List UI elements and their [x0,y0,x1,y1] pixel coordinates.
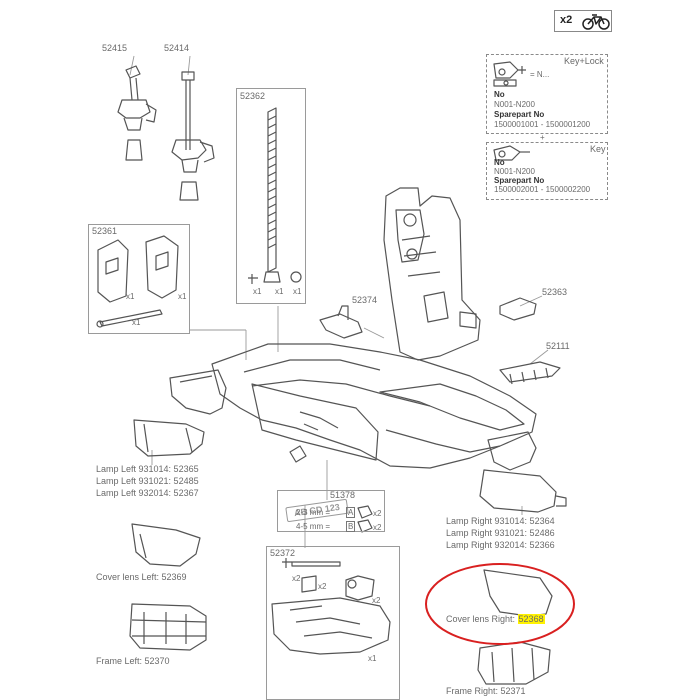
part-52361-drawing [96,235,179,328]
part-number-51378: 51378 [330,490,356,500]
plate-b-label: B [346,521,356,532]
frame-left-drawing [129,603,207,651]
qty-label: x2 [372,596,381,605]
key-no-value: N001-N200 [494,167,535,176]
leader-lines [129,55,549,548]
strap-52362-drawing [248,107,302,284]
cover-lens-right-text: Cover lens Right: [446,614,516,624]
key-lock-spare-label: Sparepart No [494,110,545,119]
key-icon [493,145,530,161]
qty-label: x1 [178,292,187,301]
key-lock-suffix: = N... [530,70,550,79]
qty-label: x2 [373,523,382,532]
lamp-right-label-1: Lamp Right 931014: 52364 [446,516,555,526]
key-spare-value: 1500002001 - 1500002200 [494,185,591,194]
part-number-52374: 52374 [352,295,378,305]
part-51378-box [277,490,385,532]
part-number-52363: 52363 [542,287,568,297]
qty-label: x1 [253,287,262,296]
bike-icon [582,14,610,30]
spacer-a-icon [357,505,373,519]
part-52363-drawing [499,297,537,321]
qty-label: x2 [318,582,327,591]
cover-lens-left-label: Cover lens Left: 52369 [96,572,187,582]
cover-lens-left-drawing [131,523,201,567]
key-lock-no-value: N001-N200 [494,100,535,109]
plus-sign: + [540,133,545,142]
key-lock-no-label: No [494,90,505,99]
clamp-52415-drawing [117,65,157,161]
part-52361-box [88,224,190,334]
part-52111-drawing [499,361,561,385]
key-no-label: No [494,158,505,167]
qty-label: x1 [132,318,141,327]
key-title: Key [590,144,606,154]
lamp-left-label-3: Lamp Left 932014: 52367 [96,488,199,498]
plate-row-2: 4-5 mm = [296,522,331,531]
quantity-badge: x2 [554,10,612,32]
badge-multiplier: x2 [560,14,573,26]
part-number-52414: 52414 [164,43,190,53]
cover-lens-right-label: Cover lens Right: 52368 [446,614,545,625]
frame-right-label: Frame Right: 52371 [446,686,526,696]
frame-left-label: Frame Left: 52370 [96,656,170,666]
part-number-52415: 52415 [102,43,128,53]
part-52372-box [266,546,400,700]
part-52374-drawing [319,305,363,339]
spacer-b-icon [357,519,373,533]
part-number-52362: 52362 [240,91,266,101]
qty-label: x1 [275,287,284,296]
lamp-left-label-1: Lamp Left 931014: 52365 [96,464,199,474]
key-lock-title: Key+Lock [564,56,604,66]
part-52362-box [236,88,306,304]
lamp-right-label-2: Lamp Right 931021: 52486 [446,528,555,538]
part-number-52361: 52361 [92,226,118,236]
qty-label: x2 [292,574,301,583]
bike-carrier-drawing [169,187,537,471]
cover-lens-right-part-number: 52368 [517,614,545,624]
qty-label: x1 [293,287,302,296]
plate-a-label: A [346,507,356,518]
part-number-52111: 52111 [546,341,570,351]
qty-label: x1 [368,654,377,663]
lamp-left-label-2: Lamp Left 931021: 52485 [96,476,199,486]
key-spare-label: Sparepart No [494,176,545,185]
key-box [486,142,608,200]
part-52372-drawing [271,558,391,655]
highlight-circle [425,563,575,645]
cover-lens-right-drawing [483,569,553,617]
clamp-52414-drawing [171,71,215,201]
qty-label: x1 [126,292,135,301]
key-lock-box [486,54,608,134]
key-lock-spare-value: 1500001001 - 1500001200 [494,120,591,129]
lamp-right-label-3: Lamp Right 932014: 52366 [446,540,555,550]
qty-label: x2 [373,509,382,518]
frame-right-drawing [477,641,551,685]
lamp-right-drawing [479,469,567,513]
plate-row-1: 2-3 mm = [296,508,331,517]
key-lock-icon [493,61,526,87]
part-number-52372: 52372 [270,548,296,558]
lamp-left-drawing [133,419,205,457]
